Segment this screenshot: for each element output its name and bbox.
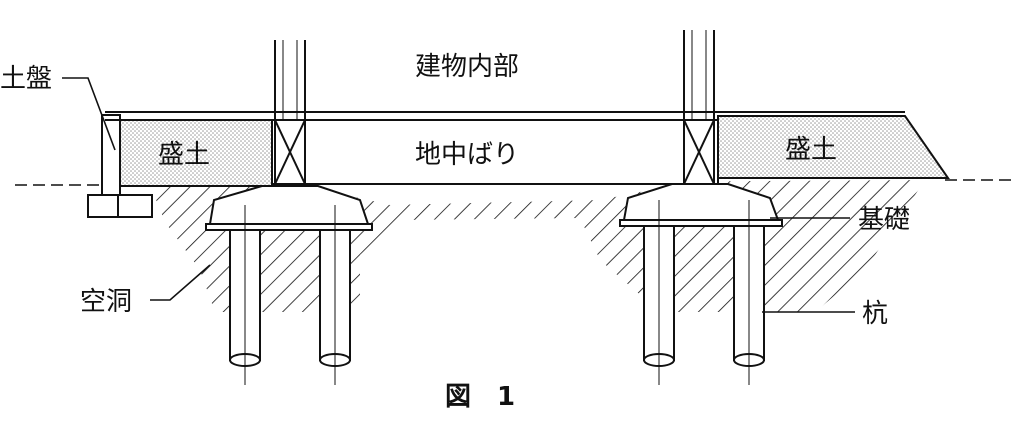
ground-beam [271, 119, 719, 185]
leader-lines [62, 77, 855, 313]
column-right [683, 30, 715, 185]
void-area [210, 182, 690, 205]
label-building-interior: 建物内部 [415, 52, 519, 82]
leader-soil-floor [62, 77, 116, 151]
soil-floor-structure [87, 114, 153, 218]
column-left [274, 40, 306, 185]
leader-void [150, 264, 211, 301]
figure-caption: 図 1 [445, 382, 515, 412]
pile-centerlines [244, 200, 750, 385]
label-fill-left: 盛土 [158, 140, 210, 170]
label-soil-floor: 土盤 [0, 64, 52, 94]
label-ground-beam: 地中ばり [415, 140, 519, 170]
label-pile: 杭 [862, 299, 888, 329]
label-fill-right: 盛土 [785, 135, 837, 165]
footing-left [205, 185, 373, 231]
label-foundation: 基礎 [858, 205, 910, 235]
footing-right [619, 183, 783, 227]
label-void: 空洞 [80, 287, 132, 317]
ground-line [15, 179, 1015, 186]
